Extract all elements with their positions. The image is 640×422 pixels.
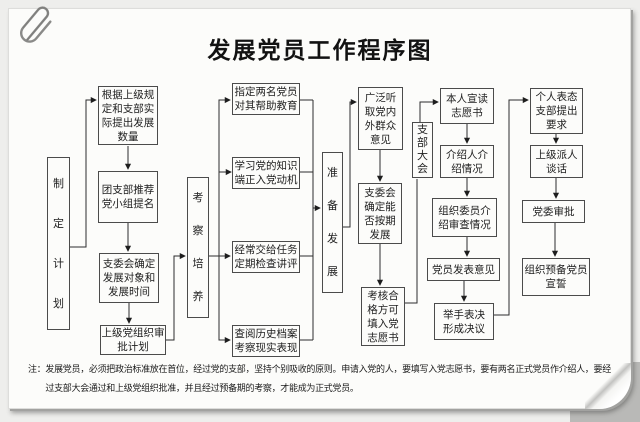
flow-box-assign-tasks: 经常交给任务 定期检查讲评 <box>232 241 300 273</box>
flow-box-committee-approval: 党委审批 <box>522 200 585 223</box>
flow-box-personal-statement: 个人表态 支部提出 要求 <box>530 88 583 134</box>
flow-box-vote-resolution: 举手表决 形成决议 <box>434 303 494 340</box>
flow-box-quota: 根据上级规 定和支部实 际提出发展 数量 <box>98 86 158 145</box>
flow-box-read-application: 本人宣读 志愿书 <box>440 88 494 124</box>
flow-box-fill-application: 考核合 格方可 填入党 志愿书 <box>361 287 405 346</box>
page-title: 发展党员工作程序图 <box>207 37 433 63</box>
flow-box-determine-targets: 支委会确定 发展对象和 发展时间 <box>99 253 159 303</box>
flow-box-confirm-schedule: 支委会 确定能 否按期 发展 <box>358 183 402 244</box>
flow-box-solicit-opinions: 广泛听 取党内 外群众 意见 <box>358 87 403 150</box>
flow-box-approve-plan: 上级党组织审 批计划 <box>100 325 166 355</box>
footnote: 注： 发展党员，必须把政治标准放在首位，经过党的支部，坚持个别吸收的原则。申请入… <box>28 360 618 397</box>
flow-box-committee-review: 组织委员介 绍审查情况 <box>432 198 497 237</box>
flow-box-assign-educators: 指定两名党员 对其帮助教育 <box>232 83 300 115</box>
flow-box-member-opinions: 党员发表意见 <box>427 258 500 281</box>
footnote-prefix: 注： <box>28 364 46 374</box>
flow-box-introducer-remarks: 介绍人介 绍情况 <box>440 145 494 178</box>
footnote-text: 发展党员，必须把政治标准放在首位，经过党的支部，坚持个别吸收的原则。申请入党的人… <box>45 364 611 393</box>
stage-box-branch-meeting: 支 部 大 会 <box>412 122 433 178</box>
paperclip-icon <box>20 6 52 43</box>
flow-box-recommend: 团支部推荐 党小组提名 <box>98 171 158 223</box>
flow-box-review-history: 查阅历史档案 考察现实表现 <box>232 325 300 357</box>
flow-box-superior-talk: 上级派人 谈话 <box>530 145 583 178</box>
flow-box-oath: 组织预备党员 宣誓 <box>522 258 590 296</box>
stage-box-cultivate: 考 察 培 养 <box>187 177 209 318</box>
flow-box-study-knowledge: 学习党的知识 端正入党动机 <box>232 157 300 189</box>
stage-box-prepare: 准 备 发 展 <box>322 152 343 293</box>
stage-box-plan: 制 定 计 划 <box>47 157 70 330</box>
